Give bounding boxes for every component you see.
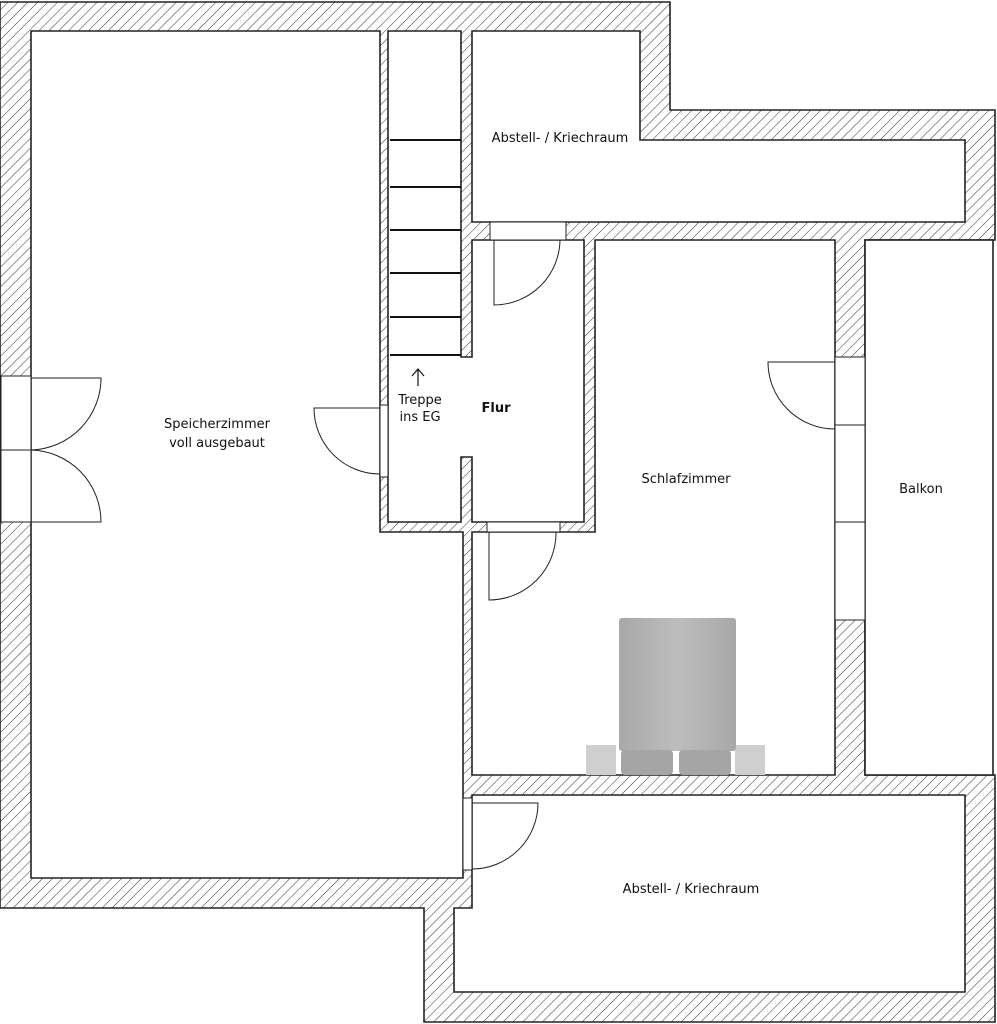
storage-bottom-door-swing[interactable] [471, 802, 539, 870]
label-stairs-2: ins EG [399, 410, 440, 425]
label-storage-top: Abstell- / Kriechraum [492, 131, 629, 146]
pillow-right [679, 750, 731, 775]
arrow-up-icon [411, 368, 425, 386]
nightstand-right [735, 745, 765, 775]
label-storage-bottom: Abstell- / Kriechraum [623, 882, 760, 897]
balcony [864, 239, 994, 776]
label-attic-room-1: Speicherzimmer [164, 417, 271, 432]
stair-treads [390, 139, 461, 356]
door-opening-storage-bottom [462, 797, 473, 871]
label-balcony: Balkon [899, 482, 943, 497]
double-door-swing[interactable] [30, 377, 102, 523]
attic-door-swing[interactable] [313, 407, 381, 475]
attic-room [30, 30, 464, 879]
bed-blanket [619, 618, 736, 751]
storage-room-top [471, 30, 966, 223]
label-bedroom: Schlafzimmer [642, 472, 732, 487]
label-attic-room-2: voll ausgebaut [169, 436, 265, 451]
door-opening-storage-top [489, 221, 567, 241]
storage-top-door-swing[interactable] [493, 239, 561, 306]
pillow-left [621, 750, 673, 775]
nightstand-left [586, 745, 616, 775]
exterior-door-opening [0, 375, 32, 523]
bedroom-door-swing[interactable] [488, 531, 557, 601]
label-hallway: Flur [481, 401, 511, 416]
label-stairs-1: Treppe [397, 393, 442, 408]
storage-room-bottom [453, 794, 966, 993]
door-opening-bedroom [486, 521, 561, 533]
balcony-windows [834, 356, 866, 621]
bed [586, 618, 765, 775]
balcony-door-swing[interactable] [767, 361, 836, 430]
door-opening-attic [379, 404, 389, 478]
stair-hall [387, 30, 585, 523]
bedroom [471, 239, 836, 776]
